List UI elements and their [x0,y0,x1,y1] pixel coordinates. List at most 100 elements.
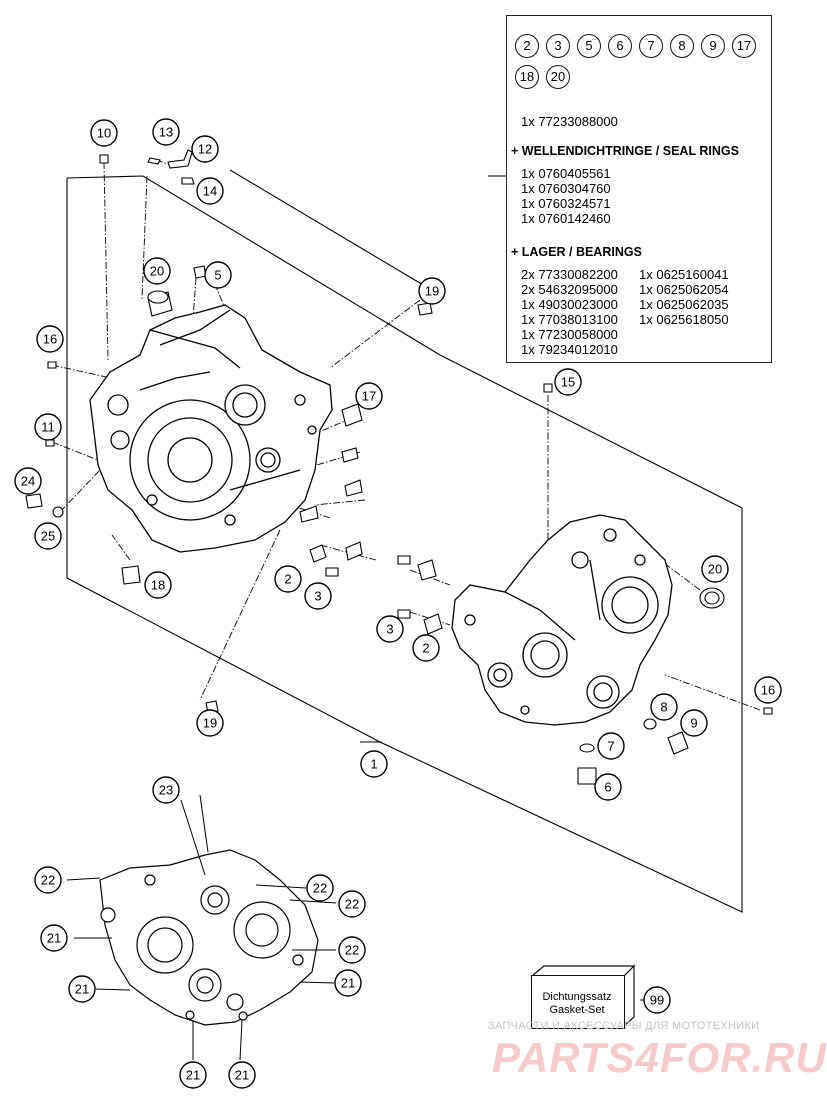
callout-circle [191,135,219,163]
callout-1: 1 [360,750,388,778]
bearing-item: 1x 0625618050 [639,312,729,327]
bracket-2-a [309,544,327,563]
included-part-circle: 2 [515,34,539,58]
callout-22: 22 [306,874,334,902]
screw-13 [147,157,161,165]
callout-21: 21 [334,969,362,997]
callout-13: 13 [152,118,180,146]
callout-circle [274,565,302,593]
callout-circle [152,776,180,804]
bearing-item: 1x 0625160041 [639,267,729,282]
screw-10 [99,154,109,164]
callout-number: 22 [313,881,327,896]
hose-nipple-12 [167,149,193,169]
exploded-parts-diagram: 1013121420519161711242518231520321689761… [14,118,782,1089]
callout-14: 14 [196,177,224,205]
callout-circle [355,382,383,410]
gasket-kit-box-icon [530,964,636,1028]
callout-number: 14 [203,184,217,199]
callout-number: 6 [604,780,611,795]
part-number-line: 1x 77233088000 [521,114,618,129]
included-part-circle: 18 [515,65,539,89]
callout-number: 19 [425,284,439,299]
included-part-circle: 8 [670,34,694,58]
gasket-kit-label-de: Dichtungssatz [542,991,612,1003]
callout-number: 17 [362,389,376,404]
watermark-tagline: ЗАПЧАСТИ И АКСЕССУАРЫ ДЛЯ МОТОТЕХНИКИ [488,1020,760,1032]
callout-number: 16 [43,332,57,347]
callout-circle [204,261,232,289]
right-crankcase-half [451,514,673,726]
callout-number: 22 [41,873,55,888]
callout-circle [68,975,96,1003]
seal-ring-item: 1x 0760142460 [521,211,611,226]
callout-number: 99 [650,993,664,1008]
plug-24 [25,493,43,509]
gasket-kit-label: Dichtungssatz Gasket-Set [531,991,623,1017]
callout-number: 9 [690,716,697,731]
screw-11 [45,439,55,447]
watermark-brand: PARTS4FOR.RU [492,1034,827,1081]
gasket-kit-box: Dichtungssatz Gasket-Set [530,964,636,1029]
callout-circle [701,555,729,583]
bearing-item: 1x 77230058000 [521,327,618,342]
included-part-circle: 20 [546,65,570,89]
included-part-circle: 17 [732,34,756,58]
callout-19: 19 [418,277,446,305]
callout-number: 13 [159,125,173,140]
callout-24: 24 [14,467,42,495]
gasket-kit-label-en: Gasket-Set [549,1004,605,1016]
screw-3-b [397,609,411,619]
seal-ring-item: 1x 0760405561 [521,166,611,181]
callout-circle [334,969,362,997]
callout-circle [34,413,62,441]
included-part-circle: 3 [546,34,570,58]
callout-3: 3 [376,615,404,643]
callout-circle [40,924,68,952]
dowel-18 [121,565,141,585]
callout-number: 19 [203,716,217,731]
bearing-item: 1x 0625062035 [639,297,729,312]
callout-circle [143,257,171,285]
included-part-circle: 7 [639,34,663,58]
callout-number: 21 [186,1068,200,1083]
callout-circle [14,467,42,495]
bearing-item: 1x 79234012010 [521,342,618,357]
screw-16-left [47,361,57,369]
callout-circle [34,866,62,894]
dowel-19-top [417,302,433,316]
callout-number: 1 [370,757,377,772]
bearings-heading: + LAGER / BEARINGS [511,245,642,259]
callout-21: 21 [179,1061,207,1089]
screw-3-a [325,567,339,577]
callout-circle [643,986,671,1014]
callout-circle [360,750,388,778]
callout-leaders [66,175,650,1061]
callout-circle [376,615,404,643]
callout-6: 6 [594,773,622,801]
seal-rings-heading: + WELLENDICHTRINGE / SEAL RINGS [511,144,739,158]
callout-3: 3 [304,582,332,610]
callout-2: 2 [274,565,302,593]
seal-25 [52,506,64,518]
callout-18: 18 [144,571,172,599]
callout-number: 10 [97,126,111,141]
callout-22: 22 [338,890,366,918]
callout-number: 22 [345,943,359,958]
callout-20: 20 [701,555,729,583]
callout-number: 21 [341,976,355,991]
gasket-kit-front [531,975,625,1029]
bearing-item: 1x 49030023000 [521,297,618,312]
hardware-parts [25,149,773,785]
callout-circle [179,1061,207,1089]
callout-number: 5 [214,268,221,283]
callout-number: 24 [21,474,35,489]
callout-number: 16 [761,683,775,698]
seal-ring-item: 1x 0760324571 [521,196,611,211]
callout-number: 3 [386,622,393,637]
callout-number: 18 [151,578,165,593]
